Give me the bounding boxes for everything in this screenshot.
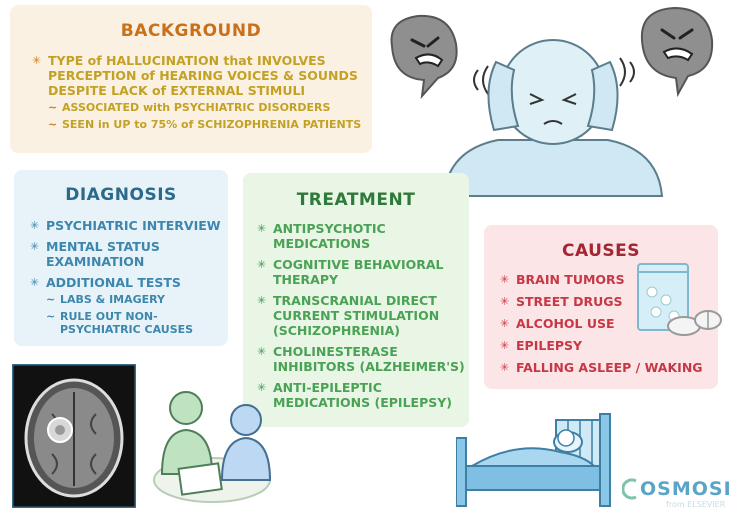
diagnosis-item: PSYCHIATRIC INTERVIEW xyxy=(30,218,230,233)
treatment-item: ANTI-EPILEPTIC MEDICATIONS (EPILEPSY) xyxy=(257,380,467,410)
treatment-item: COGNITIVE BEHAVIORAL THERAPY xyxy=(257,257,467,287)
treatment-list: ANTIPSYCHOTIC MEDICATIONS COGNITIVE BEHA… xyxy=(257,221,467,416)
doctor-patient-interview-icon xyxy=(153,391,272,503)
background-subpoint: ASSOCIATED with PSYCHIATRIC DISORDERS xyxy=(48,101,367,114)
background-title: BACKGROUND xyxy=(120,21,262,41)
causes-item: EPILEPSY xyxy=(500,338,712,353)
background-list: TYPE of HALLUCINATION that INVOLVES PERC… xyxy=(32,53,367,137)
osmosis-logo-icon xyxy=(622,478,637,500)
causes-item: ALCOHOL USE xyxy=(500,316,712,331)
background-panel: BACKGROUND TYPE of HALLUCINATION that IN… xyxy=(10,5,372,153)
background-sublist: ASSOCIATED with PSYCHIATRIC DISORDERS SE… xyxy=(48,101,367,131)
causes-title: CAUSES xyxy=(561,241,640,261)
background-subpoint: SEEN in UP to 75% of SCHIZOPHRENIA PATIE… xyxy=(48,118,367,131)
causes-list: BRAIN TUMORS STREET DRUGS ALCOHOL USE EP… xyxy=(500,272,712,382)
causes-item: BRAIN TUMORS xyxy=(500,272,712,287)
angry-voice-bubble-icon xyxy=(390,14,458,100)
osmosis-logo-text: OSMOSIS xyxy=(640,478,729,500)
brain-mri-scan-icon xyxy=(12,364,136,508)
diagnosis-item: MENTAL STATUS EXAMINATION xyxy=(30,239,230,269)
causes-item: FALLING ASLEEP / WAKING xyxy=(500,360,712,375)
treatment-item: CHOLINESTERASE INHIBITORS (ALZHEIMER'S) xyxy=(257,344,467,374)
osmosis-logo: OSMOSIS from ELSEVIER xyxy=(622,472,729,509)
treatment-title: TREATMENT xyxy=(296,190,416,210)
background-point: TYPE of HALLUCINATION that INVOLVES PERC… xyxy=(32,53,367,131)
diagnosis-list: PSYCHIATRIC INTERVIEW MENTAL STATUS EXAM… xyxy=(30,218,230,342)
diagnosis-title: DIAGNOSIS xyxy=(65,185,177,205)
person-in-bed-icon xyxy=(456,413,611,507)
osmosis-logo-subtext: from ELSEVIER xyxy=(666,500,726,509)
treatment-panel: TREATMENT ANTIPSYCHOTIC MEDICATIONS COGN… xyxy=(243,173,469,427)
diagnosis-sublist: LABS & IMAGERY RULE OUT NON-PSYCHIATRIC … xyxy=(46,293,230,336)
treatment-item: ANTIPSYCHOTIC MEDICATIONS xyxy=(257,221,467,251)
diagnosis-panel: DIAGNOSIS PSYCHIATRIC INTERVIEW MENTAL S… xyxy=(14,170,228,346)
pills-bag-icon xyxy=(637,263,722,336)
diagnosis-subitem: LABS & IMAGERY xyxy=(46,293,230,306)
diagnosis-subitem: RULE OUT NON-PSYCHIATRIC CAUSES xyxy=(46,310,230,336)
person-covering-ears-icon xyxy=(390,6,714,197)
angry-voice-bubble-icon xyxy=(640,6,714,98)
treatment-item: TRANSCRANIAL DIRECT CURRENT STIMULATION … xyxy=(257,293,467,338)
diagnosis-item: ADDITIONAL TESTS LABS & IMAGERY RULE OUT… xyxy=(30,275,230,336)
causes-item: STREET DRUGS xyxy=(500,294,712,309)
